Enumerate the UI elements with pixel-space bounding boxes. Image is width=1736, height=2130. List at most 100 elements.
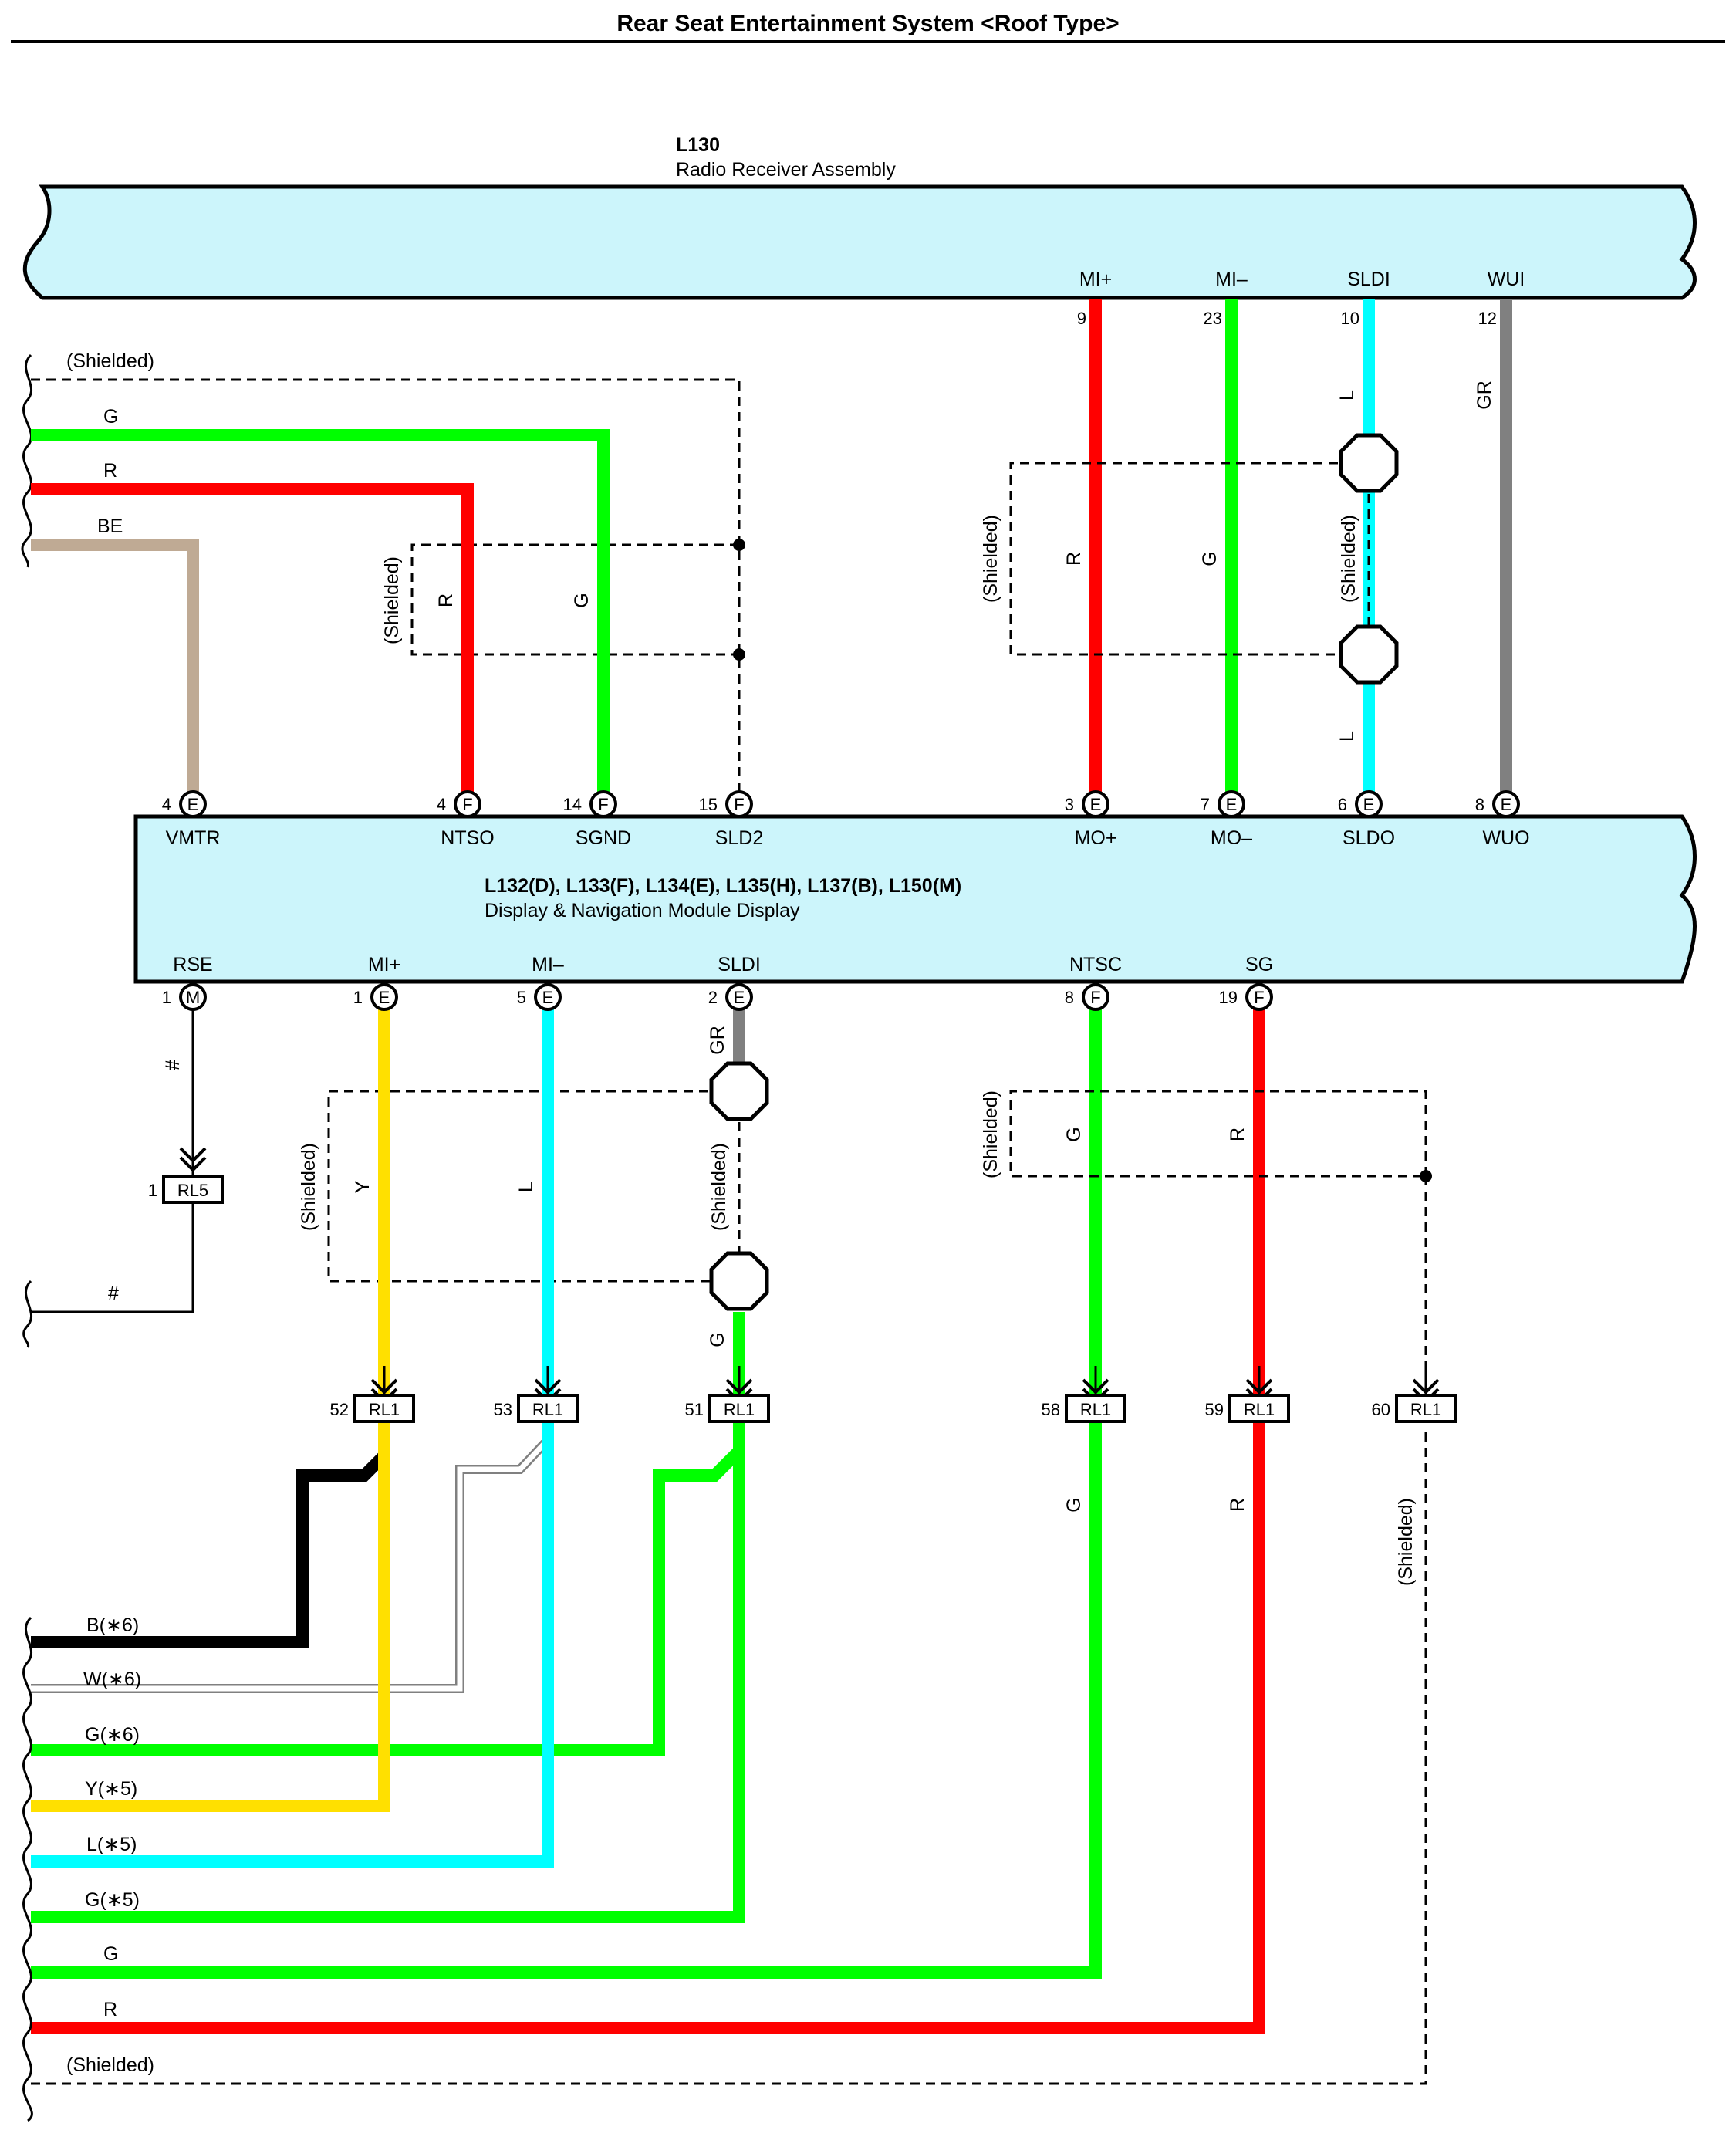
terminal-label: SLDI — [718, 954, 761, 975]
wire-color-label: G — [1063, 1497, 1085, 1512]
svg-text:RL5: RL5 — [177, 1181, 208, 1200]
svg-text:2: 2 — [708, 988, 718, 1007]
pin-number: 10 — [1341, 309, 1359, 328]
wire-color-label: L — [1336, 731, 1358, 742]
wire-g-star5 — [31, 1312, 745, 1923]
hash-mark: # — [162, 1060, 184, 1070]
terminal-label: SG — [1245, 954, 1273, 975]
wire-b-star6 — [31, 1435, 390, 1648]
svg-text:19: 19 — [1219, 988, 1238, 1007]
svg-text:E: E — [1501, 795, 1512, 814]
shielded-label: (Shielded) — [980, 1090, 1001, 1178]
svg-text:1: 1 — [148, 1181, 157, 1200]
terminal-label: SLDI — [1347, 269, 1390, 290]
svg-text:F: F — [1254, 988, 1264, 1007]
shield-box-ntso-sgnd — [410, 543, 739, 656]
left-wire-label: W(∗6) — [83, 1668, 141, 1690]
svg-text:RL1: RL1 — [1410, 1400, 1441, 1419]
svg-text:E: E — [379, 988, 390, 1007]
connector-chevron-icon — [179, 1133, 207, 1172]
wire-w-star6 — [31, 1439, 549, 1693]
svg-text:F: F — [462, 795, 472, 814]
shielded-label: (Shielded) — [1338, 515, 1359, 603]
shield-box-mo — [1009, 462, 1369, 656]
svg-text:58: 58 — [1042, 1400, 1060, 1419]
svg-text:6: 6 — [1338, 795, 1347, 814]
svg-text:RL1: RL1 — [532, 1400, 563, 1419]
connector-terminal-mo-minus: E 7 MO– — [1201, 790, 1252, 849]
svg-text:1: 1 — [162, 988, 171, 1007]
terminal-label: MI– — [1215, 269, 1248, 290]
wire-color-label: R — [1227, 1128, 1248, 1141]
shielded-label: (Shielded) — [298, 1143, 319, 1231]
shield-octagon-top — [1339, 433, 1399, 493]
wire-color-label: L — [515, 1182, 537, 1192]
wire-color-label: R — [435, 593, 457, 607]
svg-text:52: 52 — [330, 1400, 349, 1419]
connector-terminal-mi-minus: E 5 — [517, 983, 562, 1011]
pin-number: 12 — [1478, 309, 1497, 328]
left-break-mark-top — [21, 353, 32, 568]
shield-box-mi — [327, 1090, 739, 1283]
left-wire-label: R — [103, 1999, 117, 2020]
svg-text:RL1: RL1 — [369, 1400, 400, 1419]
display-module-code: L132(D), L133(F), L134(E), L135(H), L137… — [485, 875, 961, 897]
diagram-title: Rear Seat Entertainment System <Roof Typ… — [616, 11, 1119, 36]
wire-color-label: GR — [1474, 380, 1495, 410]
radio-receiver-code: L130 — [676, 134, 720, 156]
terminal-label: MI+ — [1079, 269, 1112, 290]
connector-terminal-ntsc: F 8 — [1065, 983, 1109, 1011]
svg-text:SLD2: SLD2 — [715, 827, 764, 849]
svg-text:4: 4 — [162, 795, 171, 814]
svg-text:1: 1 — [353, 988, 363, 1007]
svg-text:7: 7 — [1201, 795, 1210, 814]
shield-octagon-mi-top — [709, 1061, 769, 1121]
wire-color-label: G — [571, 593, 593, 607]
connector-terminal-sg: F 19 — [1219, 983, 1273, 1011]
svg-text:E: E — [187, 795, 199, 814]
left-wire-label: G — [103, 1943, 118, 1965]
terminal-label: MI+ — [368, 954, 400, 975]
wire-be-vmtr — [31, 539, 199, 803]
wire-g-star6 — [31, 1446, 744, 1756]
svg-text:F: F — [598, 795, 608, 814]
svg-text:F: F — [734, 795, 744, 814]
shielded-label: (Shielded) — [1395, 1498, 1417, 1586]
svg-text:14: 14 — [563, 795, 582, 814]
svg-text:3: 3 — [1065, 795, 1074, 814]
shielded-label: (Shielded) — [381, 556, 403, 644]
left-wire-label-r: R — [103, 460, 117, 482]
wire-color-label: GR — [707, 1026, 728, 1055]
hash-mark: # — [108, 1283, 119, 1304]
svg-text:RL1: RL1 — [724, 1400, 755, 1419]
svg-text:RL1: RL1 — [1080, 1400, 1111, 1419]
wire-color-label: R — [1063, 552, 1085, 566]
connector-rl5: RL5 1 — [148, 1175, 224, 1204]
left-wire-label: Y(∗5) — [85, 1778, 137, 1800]
display-module-name: Display & Navigation Module Display — [485, 900, 800, 921]
shield-line-top-left — [31, 378, 741, 803]
wire-color-label: L — [1336, 390, 1358, 401]
terminal-label: NTSC — [1069, 954, 1122, 975]
shield-line-bottom — [31, 1429, 1427, 2085]
terminal-label: RSE — [173, 954, 212, 975]
connector-terminal-sldi: E 2 — [708, 983, 753, 1011]
svg-text:8: 8 — [1475, 795, 1484, 814]
shield-octagon-mi-bottom — [709, 1251, 769, 1311]
wire-color-label: G — [1063, 1127, 1085, 1141]
shield-junction-dot — [733, 539, 745, 551]
svg-text:59: 59 — [1205, 1400, 1224, 1419]
svg-text:E: E — [542, 988, 554, 1007]
svg-text:4: 4 — [437, 795, 446, 814]
wire-color-label: R — [1227, 1498, 1248, 1512]
wire-r-ntso — [31, 483, 474, 803]
connector-rl1-59: RL1 59 — [1205, 1394, 1290, 1423]
connector-terminal-ntso: F 4 NTSO — [437, 790, 495, 849]
svg-text:VMTR: VMTR — [166, 827, 221, 849]
svg-text:51: 51 — [685, 1400, 704, 1419]
connector-terminal-rse: M 1 — [162, 983, 207, 1011]
left-wire-label: G(∗5) — [85, 1889, 140, 1911]
left-wire-label-g: G — [103, 406, 118, 428]
svg-text:E: E — [734, 988, 745, 1007]
wire-color-label: Y — [352, 1180, 373, 1193]
